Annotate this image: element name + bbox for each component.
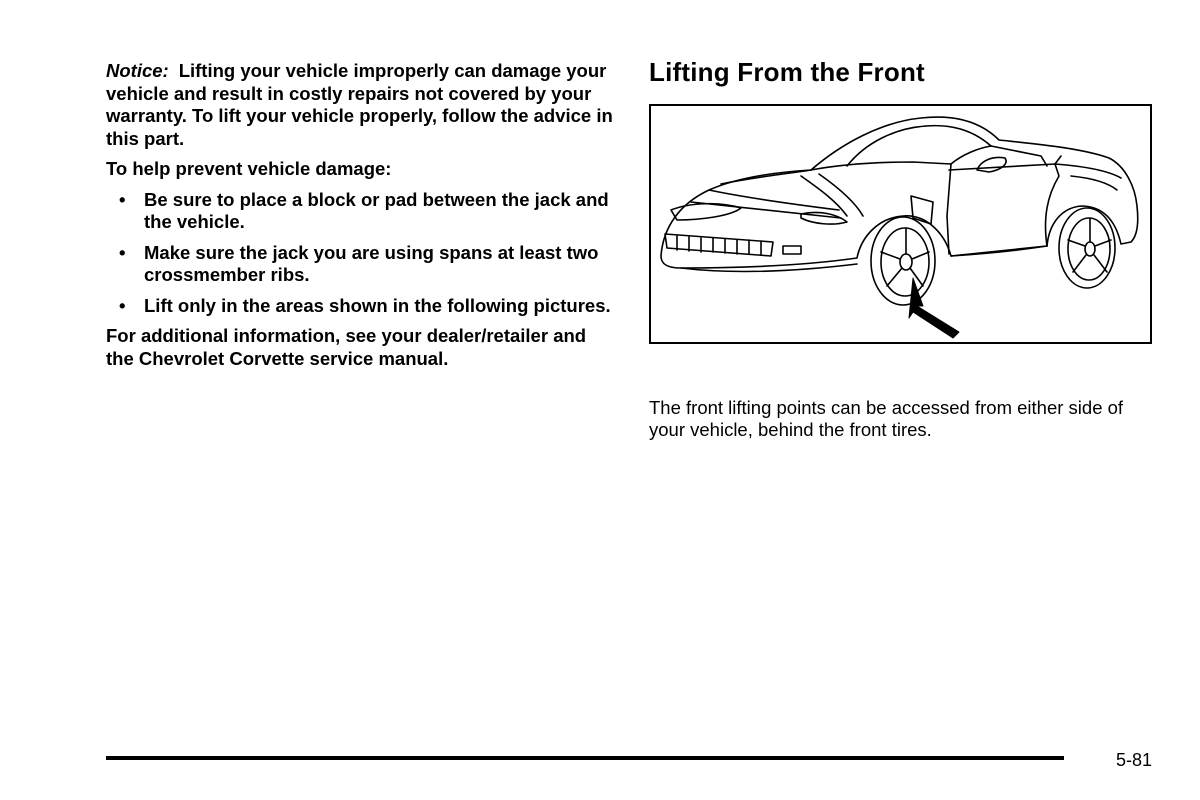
figure-caption: The front lifting points can be accessed…	[649, 396, 1124, 441]
lifting-section: Lifting From the Front	[649, 56, 1159, 440]
bullet-icon: •	[119, 241, 126, 263]
bullet-icon: •	[119, 294, 126, 316]
footer-divider	[106, 756, 1064, 760]
precaution-list: • Be sure to place a block or pad between…	[106, 189, 616, 318]
bullet-icon: •	[119, 188, 126, 210]
intro-text: To help prevent vehicle damage:	[106, 158, 392, 179]
list-item: • Be sure to place a block or pad between…	[106, 189, 616, 234]
notice-column: Notice:Lifting your vehicle improperly c…	[106, 60, 616, 378]
notice-paragraph: Notice:Lifting your vehicle improperly c…	[106, 60, 616, 150]
notice-text: Lifting your vehicle improperly can dama…	[106, 60, 613, 149]
list-item-text: Lift only in the areas shown in the foll…	[144, 294, 611, 316]
list-item-text: Be sure to place a block or pad between …	[144, 188, 609, 233]
list-item: • Lift only in the areas shown in the fol…	[106, 295, 616, 318]
list-item-text: Make sure the jack you are using spans a…	[144, 241, 599, 286]
section-heading: Lifting From the Front	[649, 57, 925, 87]
page-number: 5-81	[1116, 750, 1153, 770]
car-figure	[649, 104, 1152, 344]
list-item: • Make sure the jack you are using spans …	[106, 242, 616, 287]
closing-text: For additional information, see your dea…	[106, 325, 587, 369]
notice-label: Notice:	[106, 60, 169, 81]
car-line-drawing-icon	[660, 116, 1139, 339]
